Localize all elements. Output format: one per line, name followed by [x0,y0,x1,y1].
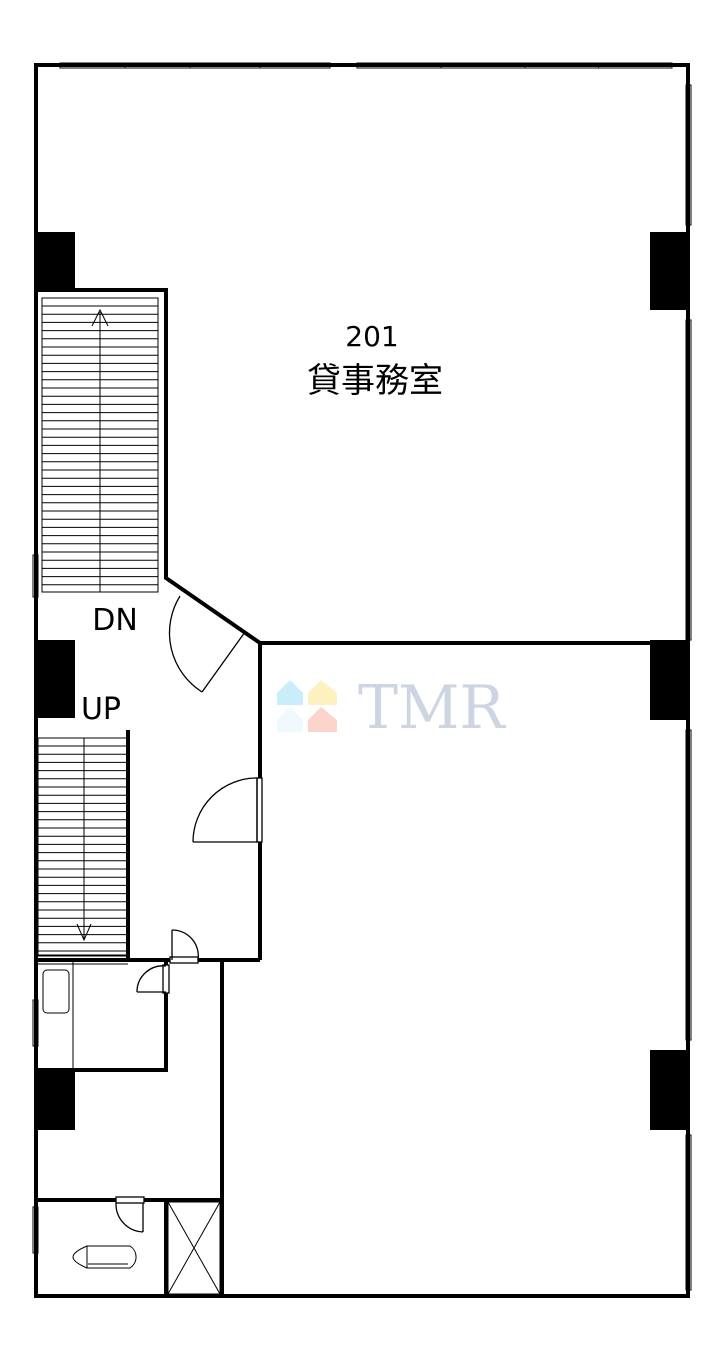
door-washroom [136,929,199,994]
pillar [650,640,688,720]
door-stair-hall [168,595,246,693]
room-name: 貸事務室 [307,361,443,401]
pillar [36,232,75,290]
pillar [650,1050,688,1130]
doors [115,595,263,1233]
pillar [36,1072,75,1130]
door-office [192,777,263,843]
pillar [650,232,688,310]
house-icon [277,680,303,705]
shaft-cross [167,1201,221,1295]
watermark-logo: TMR [277,673,506,743]
door-toilet [115,1196,145,1233]
sink-icon [42,969,70,1014]
stairs-down-arrow-icon [91,308,109,592]
stairs-up-arrow-icon [76,738,92,942]
house-icon [277,707,303,732]
pillar [36,640,75,718]
pillars [36,232,688,1130]
stairs-down-label: DN [92,603,138,638]
washroom-wall [36,960,168,1072]
stairs-up [37,737,129,957]
toilet-icon [72,1245,137,1269]
stair-shaft-wall [36,288,688,645]
fixtures [38,954,221,1295]
house-icon [308,680,337,705]
house-icon [308,707,337,732]
stairs-up-label: UP [81,692,121,727]
watermark-text: TMR [358,673,506,743]
room-number: 201 [345,320,398,353]
